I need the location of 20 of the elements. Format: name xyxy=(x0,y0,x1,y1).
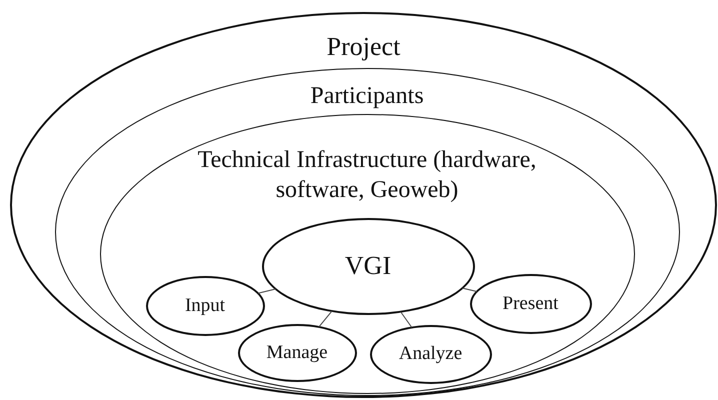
node-label: Present xyxy=(502,292,558,316)
small-ellipse xyxy=(470,274,592,334)
connector-line xyxy=(462,288,478,292)
node-label: Participants xyxy=(310,82,424,110)
node-label: Manage xyxy=(266,340,328,364)
connector-line xyxy=(400,311,412,328)
node-label: Project xyxy=(326,31,400,63)
connector-line xyxy=(318,310,332,328)
middle-ellipse xyxy=(54,68,680,396)
small-ellipse xyxy=(238,324,356,382)
node-label: Technical Infrastructure (hardware, software, Geoweb) xyxy=(196,146,538,204)
node-label: Input xyxy=(184,294,226,318)
center-ellipse xyxy=(262,218,474,314)
connector-line xyxy=(258,288,276,294)
small-ellipse xyxy=(370,324,492,384)
outer-ellipse xyxy=(10,12,717,398)
node-label: VGI xyxy=(344,250,392,282)
node-label: Analyze xyxy=(398,342,462,366)
small-ellipse xyxy=(146,276,264,336)
inner-ellipse xyxy=(100,114,634,394)
